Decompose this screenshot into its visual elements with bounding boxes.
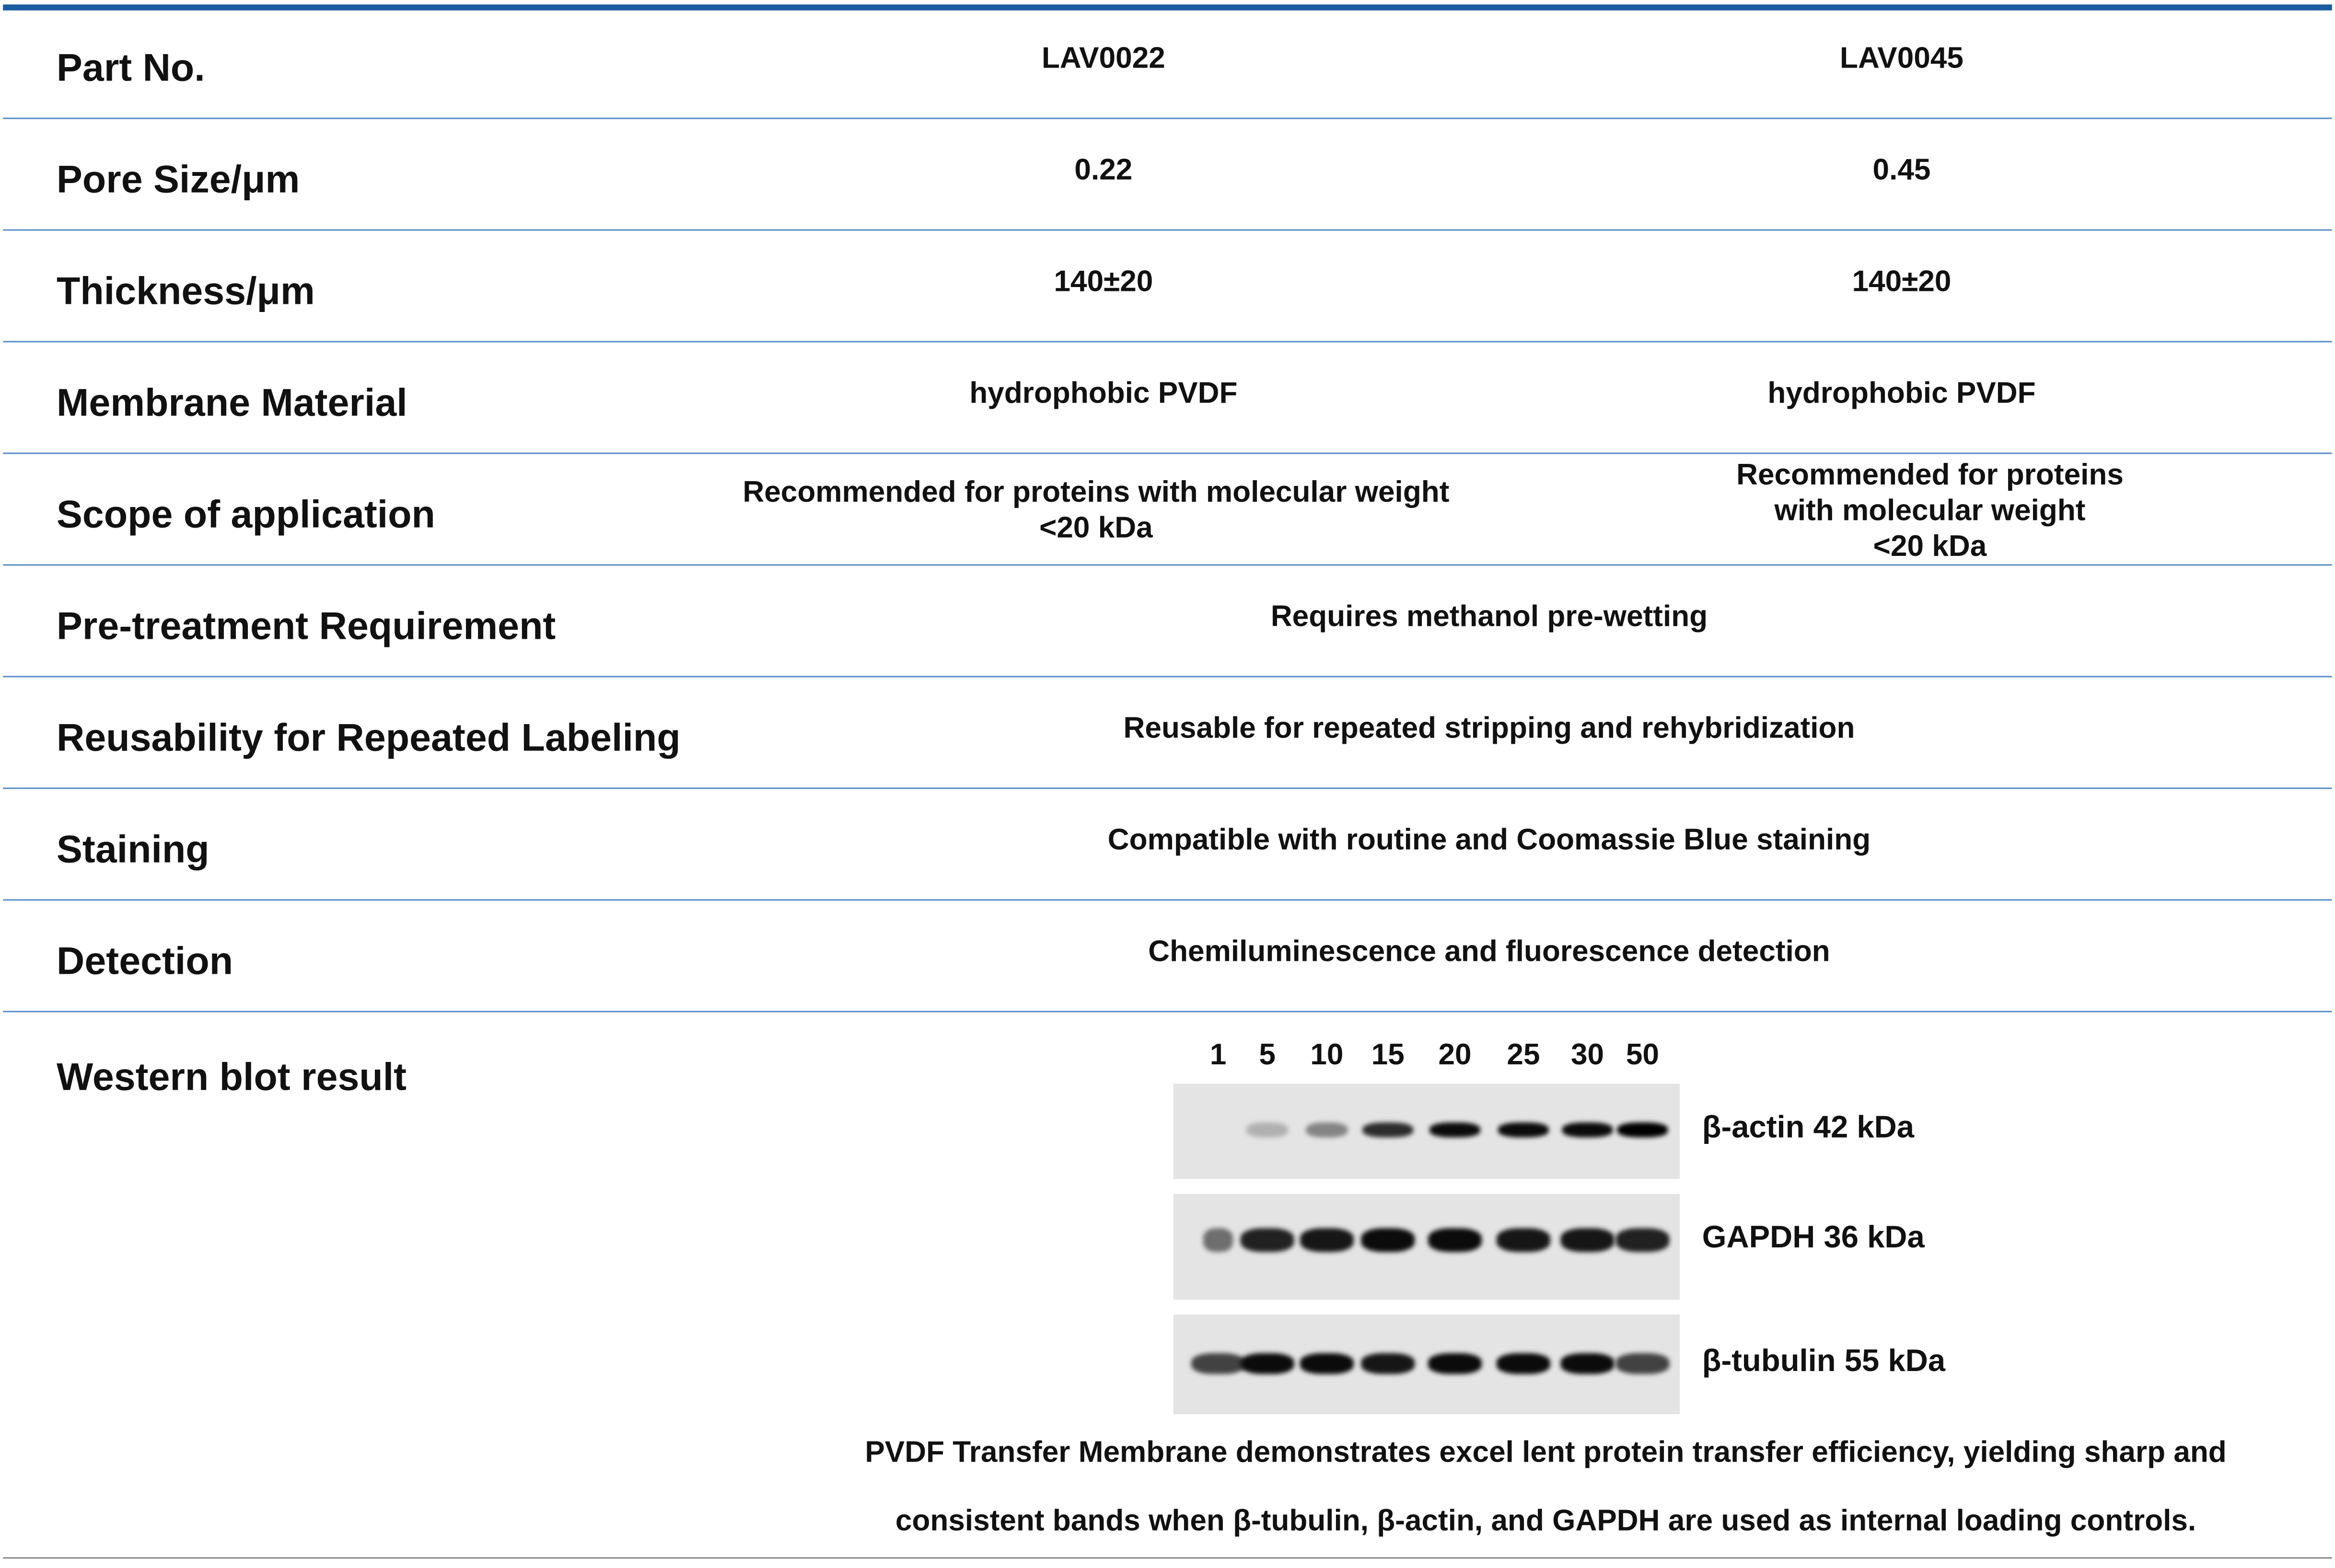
row-label: Western blot result (57, 1054, 407, 1099)
blot-band (1428, 1228, 1482, 1252)
row-pore-size: Pore Size/μm 0.22 0.45 (3, 117, 2332, 231)
blot-panel (1173, 1194, 1680, 1300)
value-col1: hydrophobic PVDF (969, 377, 1238, 410)
value-col2: hydrophobic PVDF (1767, 377, 2036, 410)
blot-band (1300, 1228, 1354, 1252)
blot-band (1560, 1228, 1615, 1252)
blot-band (1361, 1353, 1415, 1374)
blot-band (1562, 1122, 1613, 1138)
lane-label: 10 (1310, 1039, 1344, 1072)
value-col2: Recommended for proteins with molecular … (1736, 458, 2124, 563)
blot-band (1615, 1228, 1670, 1252)
blot-band (1617, 1122, 1668, 1138)
blot-band (1615, 1353, 1670, 1374)
blot-band (1300, 1353, 1354, 1374)
value-col1: 0.22 (1074, 153, 1133, 186)
blot-band (1203, 1228, 1233, 1252)
blot-band (1306, 1122, 1348, 1138)
blot-band (1560, 1353, 1615, 1374)
blot-label: β-actin 42 kDa (1702, 1110, 1915, 1145)
value-span: Compatible with routine and Coomassie Bl… (1107, 823, 1871, 856)
row-label: Scope of application (57, 491, 435, 536)
blot-band (1498, 1122, 1549, 1138)
row-staining: Staining Compatible with routine and Coo… (3, 787, 2332, 901)
caption-line-2: consistent bands when β-tubulin, β-actin… (895, 1505, 2196, 1538)
row-pretreatment: Pre-treatment Requirement Requires metha… (3, 564, 2332, 678)
blot-band (1361, 1228, 1415, 1252)
value-col1: 140±20 (1054, 265, 1153, 298)
row-label: Pore Size/μm (57, 156, 300, 201)
value-lav0022: LAV0022 (1041, 42, 1165, 75)
row-reusability: Reusability for Repeated Labeling Reusab… (3, 676, 2332, 789)
blot-band (1429, 1122, 1480, 1138)
blot-band (1362, 1122, 1414, 1138)
blot-panel (1173, 1314, 1680, 1415)
row-label: Staining (57, 826, 209, 871)
lane-label: 20 (1438, 1039, 1472, 1072)
blot-panel (1173, 1084, 1680, 1179)
blot-band (1191, 1353, 1245, 1374)
blot-band (1497, 1353, 1550, 1374)
row-label: Pre-treatment Requirement (57, 602, 556, 647)
blot-label: GAPDH 36 kDa (1702, 1221, 1925, 1255)
lane-label: 15 (1371, 1039, 1405, 1072)
row-thickness: Thickness/μm 140±20 140±20 (3, 229, 2332, 343)
lane-label: 50 (1626, 1039, 1660, 1072)
value-span: Reusable for repeated stripping and rehy… (1123, 712, 1855, 745)
row-western-blot: Western blot result (3, 1012, 2332, 1559)
row-membrane-material: Membrane Material hydrophobic PVDF hydro… (3, 341, 2332, 454)
row-label: Reusability for Repeated Labeling (57, 714, 681, 759)
row-label: Detection (57, 937, 233, 982)
blot-band (1246, 1122, 1289, 1138)
row-detection: Detection Chemiluminescence and fluoresc… (3, 899, 2332, 1013)
value-lav0045: LAV0045 (1840, 42, 1963, 75)
value-span: Requires methanol pre-wetting (1270, 600, 1708, 633)
blot-band (1240, 1353, 1294, 1374)
row-label: Membrane Material (57, 379, 407, 424)
row-part-no: Part No. LAV0022 LAV0045 (3, 6, 2332, 119)
lane-label: 1 (1209, 1039, 1227, 1072)
blot-label: β-tubulin 55 kDa (1702, 1344, 1946, 1379)
value-col2: 0.45 (1872, 153, 1931, 186)
caption-line-1: PVDF Transfer Membrane demonstrates exce… (865, 1436, 2227, 1470)
value-span: Chemiluminescence and fluorescence detec… (1148, 935, 1830, 968)
value-col2: 140±20 (1852, 265, 1952, 298)
row-label: Thickness/μm (57, 267, 315, 312)
lane-label: 25 (1507, 1039, 1540, 1072)
lane-label: 5 (1259, 1039, 1276, 1072)
blot-band (1428, 1353, 1482, 1374)
row-scope: Scope of application Recommended for pro… (3, 452, 2332, 566)
blot-band (1497, 1228, 1550, 1252)
blot-band (1240, 1228, 1294, 1252)
row-label: Part No. (57, 44, 205, 89)
top-accent-bar (3, 4, 2332, 11)
value-col1: Recommended for proteins with molecular … (743, 475, 1450, 544)
lane-label: 30 (1570, 1039, 1604, 1072)
